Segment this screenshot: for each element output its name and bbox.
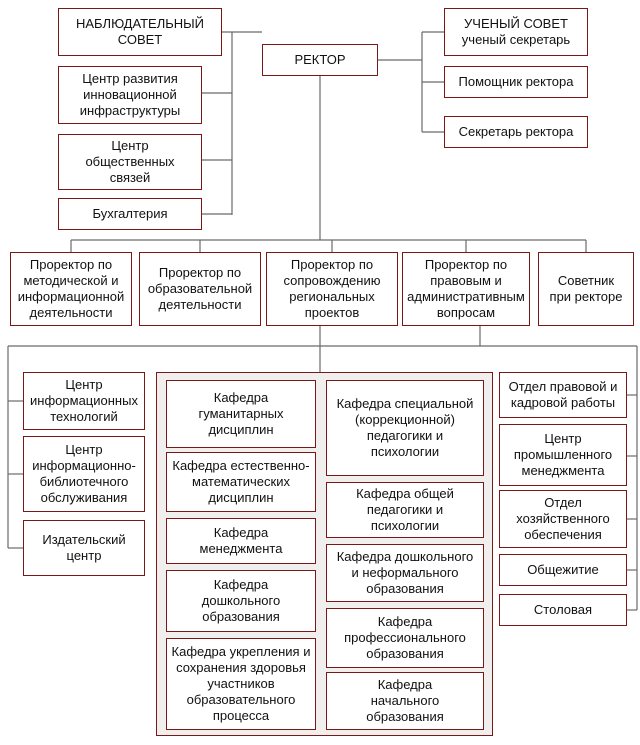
dormitory-box: Общежитие	[499, 554, 627, 586]
vice-rector-methodical-box: Проректор по методической и информационн…	[10, 252, 132, 326]
library-center-box: Центр информационно- библиотечного обслу…	[23, 436, 145, 512]
department-natural-math-box: Кафедра естественно- математических дисц…	[166, 452, 316, 512]
vice-rector-legal-box: Проректор по правовым и административным…	[402, 252, 530, 326]
academic-council-box: УЧЕНЫЙ СОВЕТ ученый секретарь	[444, 8, 588, 56]
department-preschool-nonformal-box: Кафедра дошкольного и неформального обра…	[326, 544, 484, 602]
department-primary-box: Кафедра начального образования	[326, 672, 484, 730]
rector-secretary-box: Секретарь ректора	[444, 116, 588, 148]
rector-assistant-box: Помощник ректора	[444, 66, 588, 98]
vice-rector-educational-box: Проректор по образовательной деятельност…	[139, 252, 261, 326]
industrial-management-center-box: Центр промышленного менеджмента	[499, 424, 627, 486]
department-general-pedagogy-box: Кафедра общей педагогики и психологии	[326, 482, 484, 538]
pr-center-box: Центр общественных связей	[58, 134, 202, 190]
advisor-box: Советник при ректоре	[538, 252, 634, 326]
it-center-box: Центр информационных технологий	[23, 372, 145, 430]
rector-box: РЕКТОР	[262, 44, 378, 76]
vice-rector-regional-box: Проректор по сопровождению региональных …	[266, 252, 398, 326]
publishing-center-box: Издательский центр	[23, 520, 145, 576]
department-humanities-box: Кафедра гуманитарных дисциплин	[166, 380, 316, 448]
economic-department-box: Отдел хозяйственного обеспечения	[499, 490, 627, 548]
department-health-box: Кафедра укрепления и сохранения здоровья…	[166, 638, 316, 730]
canteen-box: Столовая	[499, 594, 627, 626]
department-professional-box: Кафедра профессионального образования	[326, 608, 484, 668]
department-management-box: Кафедра менеджмента	[166, 518, 316, 564]
supervisory-board-box: НАБЛЮДАТЕЛЬНЫЙ СОВЕТ	[58, 8, 222, 56]
accounting-box: Бухгалтерия	[58, 198, 202, 230]
department-preschool-box: Кафедра дошкольного образования	[166, 570, 316, 632]
legal-hr-department-box: Отдел правовой и кадровой работы	[499, 372, 627, 418]
innovation-center-box: Центр развития инновационной инфраструкт…	[58, 66, 202, 124]
department-special-pedagogy-box: Кафедра специальной (коррекционной) педа…	[326, 380, 484, 476]
